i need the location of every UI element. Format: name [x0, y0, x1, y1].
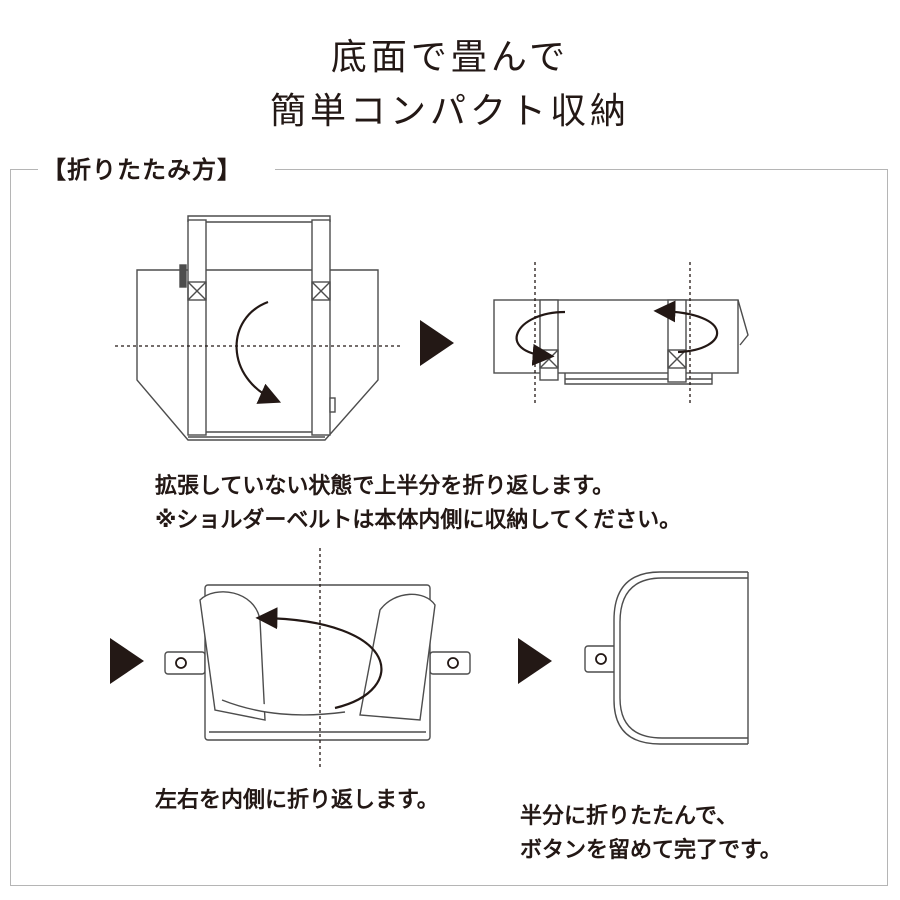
next-step-arrow-icon [518, 638, 552, 684]
title-line-1: 底面で畳んで [330, 37, 570, 78]
next-step-arrow-icon [420, 320, 454, 366]
tote-bag-front [136, 215, 379, 441]
snap-button-icon [595, 653, 607, 665]
fold-arrow-icon [235, 300, 282, 404]
step1-caption-line1: 拡張していない状態で上半分を折り返します。 [155, 474, 615, 499]
title-line-2: 簡単コンパクト収納 [269, 91, 630, 132]
step4-caption-line1: 半分に折りたたんで、 [520, 804, 739, 829]
snap-button-icon [447, 657, 459, 669]
frame-top-border-left [10, 169, 42, 170]
fold-arrow-icon [653, 300, 719, 354]
step4-caption: 半分に折りたたんで、 ボタンを留めて完了です。 [520, 800, 782, 868]
fold-arrow-icon [515, 310, 566, 366]
step1-caption: 拡張していない状態で上半分を折り返します。 ※ショルダーベルトは本体内側に収納し… [155, 470, 681, 538]
instructions-frame [10, 170, 888, 886]
snap-button-icon [175, 657, 187, 669]
step4-caption-line2: ボタンを留めて完了です。 [520, 838, 782, 863]
fold-arrow-icon [255, 607, 383, 710]
frame-top-border-right [275, 169, 888, 170]
step3-caption: 左右を内側に折り返します。 [155, 788, 439, 813]
step1-caption-line2: ※ショルダーベルトは本体内側に収納してください。 [155, 508, 682, 533]
next-step-arrow-icon [110, 638, 144, 684]
section-label: 【折りたたみ方】 [38, 150, 246, 185]
